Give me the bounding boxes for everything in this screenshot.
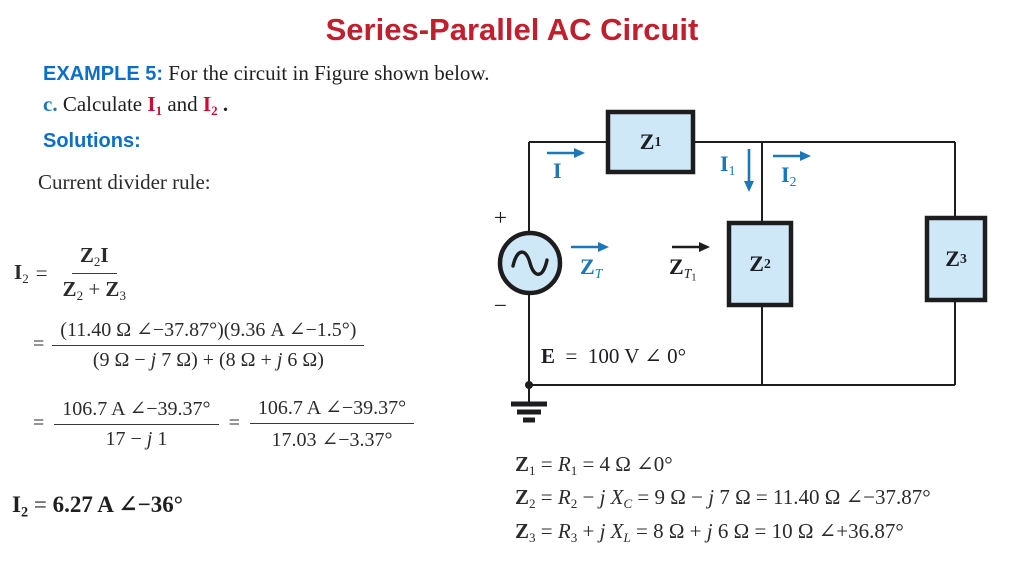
- impedance-z1-definition: Z1 = R1 = 4 Ω ∠0°: [515, 452, 673, 478]
- equals-sign: =: [33, 333, 45, 355]
- solutions-label: Solutions:: [43, 130, 141, 152]
- impedance-box-z1: [605, 109, 696, 175]
- impedance-definitions: Z1 = R1 = 4 Ω ∠0° Z2 = R2 − j XC = 9 Ω −…: [515, 451, 931, 551]
- current-label-i1: I1: [720, 151, 736, 179]
- impedance-z2-definition: Z2 = R2 − j XC = 9 Ω − j 7 Ω = 11.40 Ω ∠…: [515, 485, 931, 512]
- fraction: 106.7 A ∠−39.37° 17 − j 1: [54, 396, 219, 451]
- result-i2: I2 = 6.27 A ∠−36°: [12, 492, 183, 521]
- fraction: 106.7 A ∠−39.37° 17.03 ∠−3.37°: [249, 395, 415, 452]
- fraction-numerator: 106.7 A ∠−39.37°: [249, 395, 415, 424]
- ground-icon: [511, 401, 547, 423]
- current-arrow-i2: [773, 151, 811, 161]
- example-line: EXAMPLE 5: For the circuit in Figure sho…: [43, 61, 489, 86]
- fraction-denominator: 17 − j 1: [105, 428, 168, 450]
- sine-wave-icon: [511, 250, 549, 276]
- fraction: Z2I Z2 + Z3: [55, 243, 134, 304]
- equals-sign: =: [228, 412, 240, 434]
- eq-lhs: I2: [14, 259, 29, 286]
- part-c-line: c. Calculate I1 and I2 .: [43, 92, 229, 118]
- page-title: Series-Parallel AC Circuit: [325, 12, 699, 47]
- impedance-arrow-zt: [571, 242, 609, 252]
- equation-current-divider: I2 = Z2I Z2 + Z3: [14, 243, 134, 304]
- impedance-label-zt1: ZT1: [669, 254, 697, 284]
- impedance-arrow-zt1: [672, 242, 710, 252]
- equation-simplification: = 106.7 A ∠−39.37° 17 − j 1 = 106.7 A ∠−…: [33, 395, 415, 452]
- fraction-numerator: Z2I: [71, 243, 117, 274]
- fraction-denominator: Z2 + Z3: [62, 276, 126, 303]
- fraction-denominator: 17.03 ∠−3.37°: [271, 429, 393, 451]
- fraction-numerator: (11.40 Ω ∠−37.87°)(9.36 A ∠−1.5°): [52, 317, 365, 346]
- source-voltage-label: E = 100 V ∠ 0°: [541, 344, 687, 368]
- current-label-i2: I2: [781, 162, 797, 190]
- example-text: For the circuit in Figure shown below.: [163, 61, 490, 85]
- impedance-box-z3: [924, 215, 988, 303]
- current-label-i: I: [553, 158, 562, 183]
- equals-sign: =: [33, 412, 45, 434]
- current-arrow-i: [547, 148, 585, 158]
- fraction-denominator: (9 Ω − j 7 Ω) + (8 Ω + j 6 Ω): [92, 349, 324, 371]
- impedance-label-zt: ZT: [580, 254, 603, 282]
- current-divider-rule-label: Current divider rule:: [38, 170, 211, 194]
- impedance-box-z2: [726, 220, 794, 308]
- equation-substitution: = (11.40 Ω ∠−37.87°)(9.36 A ∠−1.5°) (9 Ω…: [33, 317, 365, 372]
- impedance-z3-definition: Z3 = R3 + j XL = 8 Ω + j 6 Ω = 10 Ω ∠+36…: [515, 518, 904, 545]
- current-arrow-i1: [744, 149, 754, 192]
- example-label: EXAMPLE 5:: [43, 63, 164, 85]
- fraction: (11.40 Ω ∠−37.87°)(9.36 A ∠−1.5°) (9 Ω −…: [52, 317, 365, 372]
- fraction-numerator: 106.7 A ∠−39.37°: [54, 396, 219, 425]
- source-minus-sign: −: [494, 293, 507, 318]
- source-plus-sign: +: [494, 205, 507, 230]
- equals-sign: =: [35, 260, 48, 285]
